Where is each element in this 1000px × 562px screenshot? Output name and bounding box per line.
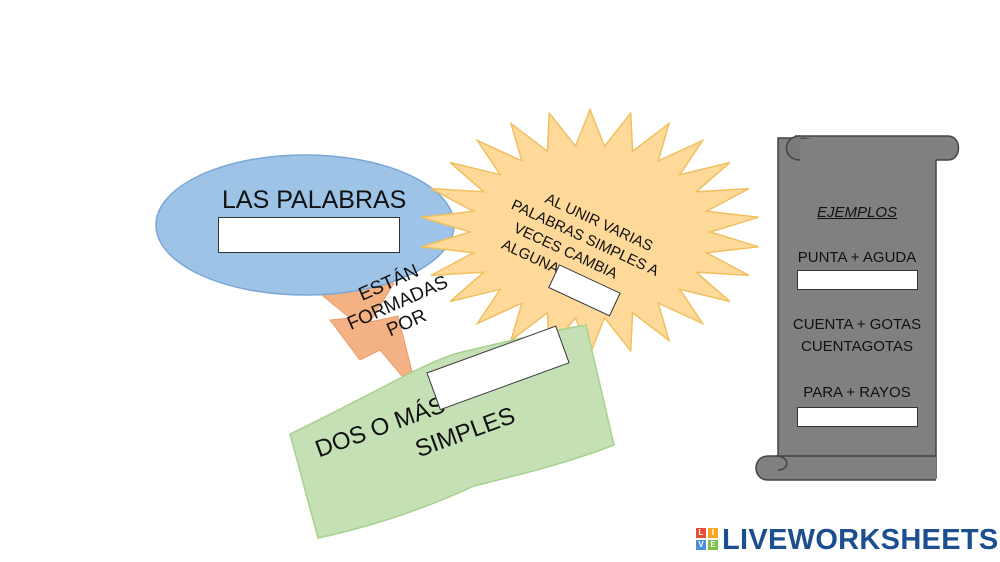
logo-wordmark: LIVEWORKSHEETS: [722, 524, 999, 556]
logo-badge-e: E: [708, 540, 718, 550]
logo-badge-v: V: [696, 540, 706, 550]
example2-line2: CUENTAGOTAS: [801, 338, 913, 355]
example3-text: PARA + RAYOS: [803, 384, 911, 401]
example1-answer-box[interactable]: [797, 270, 918, 290]
ellipse-label: LAS PALABRAS: [222, 186, 407, 214]
example1-answer-input[interactable]: [798, 271, 917, 289]
example2-line1: CUENTA + GOTAS: [792, 316, 922, 333]
example1-text: PUNTA + AGUDA: [797, 249, 917, 266]
examples-scroll-shape: [755, 135, 960, 481]
logo-badge-icon: L I V E: [696, 528, 718, 550]
example3-answer-box[interactable]: [797, 407, 918, 427]
liveworksheets-logo[interactable]: L I V E: [696, 526, 996, 556]
logo-badge-l: L: [696, 528, 706, 538]
wave-banner-shape: [289, 324, 615, 539]
ellipse-answer-input[interactable]: [219, 218, 399, 252]
example3-answer-input[interactable]: [798, 408, 917, 426]
ellipse-answer-box[interactable]: [218, 217, 400, 253]
examples-title: EJEMPLOS: [816, 204, 898, 221]
logo-badge-i: I: [708, 528, 718, 538]
lightning-arrow-shape: [316, 282, 419, 396]
